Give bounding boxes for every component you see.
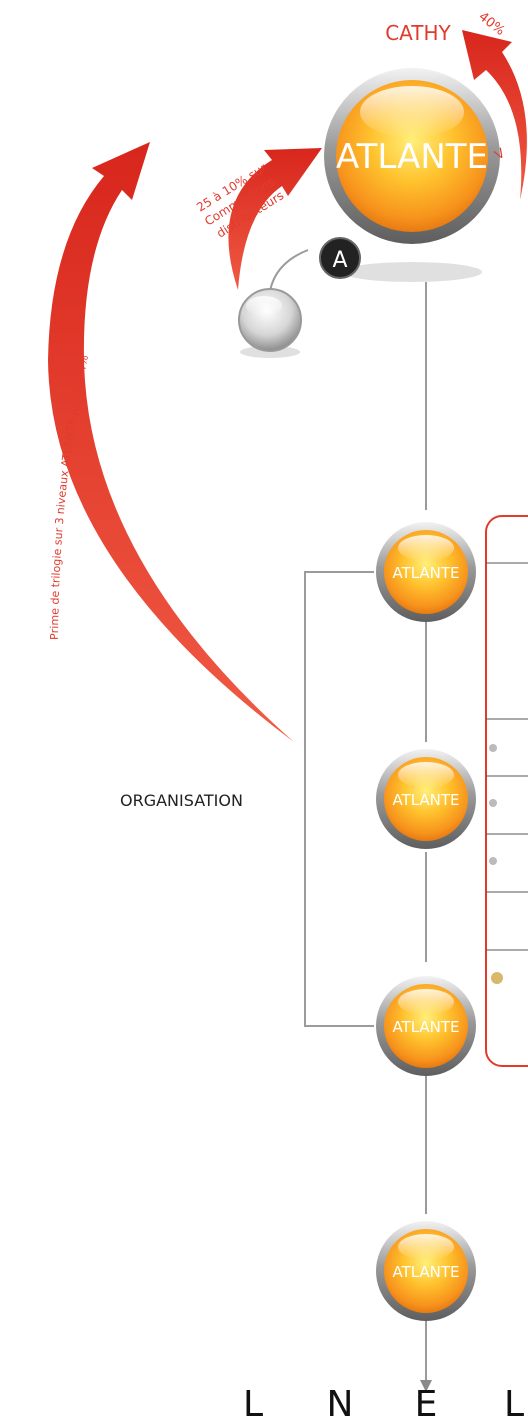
row-marker-icon bbox=[489, 799, 497, 807]
bottom-letter-3: E bbox=[415, 1384, 438, 1416]
info-panel bbox=[485, 515, 528, 1067]
level-node-4: ATLANTE bbox=[376, 1221, 476, 1321]
silver-node bbox=[238, 288, 302, 358]
commission-arrow bbox=[228, 148, 322, 290]
organisation-bracket bbox=[304, 571, 374, 1027]
level-node-label: ATLANTE bbox=[392, 564, 459, 582]
main-node-label: ATLANTE bbox=[336, 137, 488, 177]
row-marker-icon bbox=[491, 972, 503, 984]
bottom-letter-4: L bbox=[504, 1384, 524, 1416]
level-node-label: ATLANTE bbox=[392, 791, 459, 809]
level-node-label: ATLANTE bbox=[392, 1263, 459, 1281]
organisation-label: ORGANISATION bbox=[120, 791, 243, 810]
row-marker-icon bbox=[489, 857, 497, 865]
badge-label: A bbox=[332, 248, 347, 273]
arrow-down-icon bbox=[420, 1380, 432, 1392]
level-node-label: ATLANTE bbox=[392, 1018, 459, 1036]
cathy-arrow bbox=[462, 30, 527, 200]
row-marker-icon bbox=[489, 744, 497, 752]
main-atlante-node: ATLANTE bbox=[324, 68, 500, 282]
cathy-label: CATHY bbox=[385, 21, 451, 45]
badge-a: A bbox=[319, 237, 361, 279]
level-node-3: ATLANTE bbox=[376, 976, 476, 1076]
trilogie-arrow bbox=[48, 142, 294, 742]
level-node-2: ATLANTE bbox=[376, 749, 476, 849]
level-node-1: ATLANTE bbox=[376, 522, 476, 622]
bottom-letter-1: L bbox=[243, 1384, 263, 1416]
bottom-letter-2: N bbox=[327, 1384, 354, 1416]
